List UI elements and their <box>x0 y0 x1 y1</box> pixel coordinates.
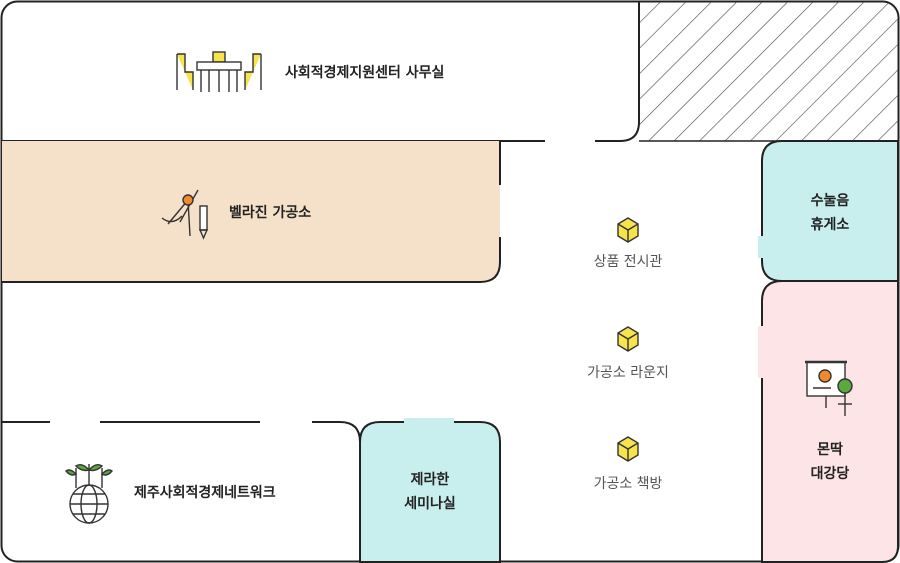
seminar-label: 제라한 세미나실 <box>360 468 500 516</box>
rest-label-line1: 수눌음 <box>810 193 850 209</box>
presentation-board-icon <box>805 360 853 416</box>
drafting-tools-icon <box>161 189 209 240</box>
bellazine-wall <box>2 141 501 283</box>
seminar-label-line1: 제라한 <box>410 472 450 488</box>
seminar-label-line2: 세미나실 <box>404 496 456 512</box>
bellazine-label: 벨라진 가공소 <box>229 205 312 221</box>
restricted-area <box>639 2 898 141</box>
hall-label-line1: 몬딱 <box>817 442 843 458</box>
table-chairs-icon <box>176 51 262 92</box>
seminar-room <box>359 421 501 563</box>
hall-label-line2: 대강당 <box>810 466 850 482</box>
rest-label-line2: 휴게소 <box>810 217 850 233</box>
seminar-door-gap <box>404 418 454 426</box>
product-gallery-label: 상품 전시관 <box>593 254 663 270</box>
restricted-area-wall <box>595 2 640 142</box>
globe-sprout-icon <box>64 463 114 524</box>
cube-marker-icon <box>617 436 639 462</box>
rest-label: 수눌음 휴게소 <box>762 189 898 237</box>
cube-marker-icon <box>617 217 639 243</box>
cube-marker-icon <box>617 326 639 352</box>
network-label: 제주사회적경제네트워크 <box>134 485 276 501</box>
bookstore-label: 가공소 책방 <box>593 476 663 492</box>
lounge-label: 가공소 라운지 <box>587 365 669 381</box>
office-label: 사회적경제지원센터 사무실 <box>285 65 445 81</box>
hall-door-gap <box>758 326 766 378</box>
rest-door-gap <box>758 236 766 258</box>
hall-room <box>761 280 899 563</box>
hall-label: 몬딱 대강당 <box>762 438 898 486</box>
bellazine-room <box>2 141 500 282</box>
